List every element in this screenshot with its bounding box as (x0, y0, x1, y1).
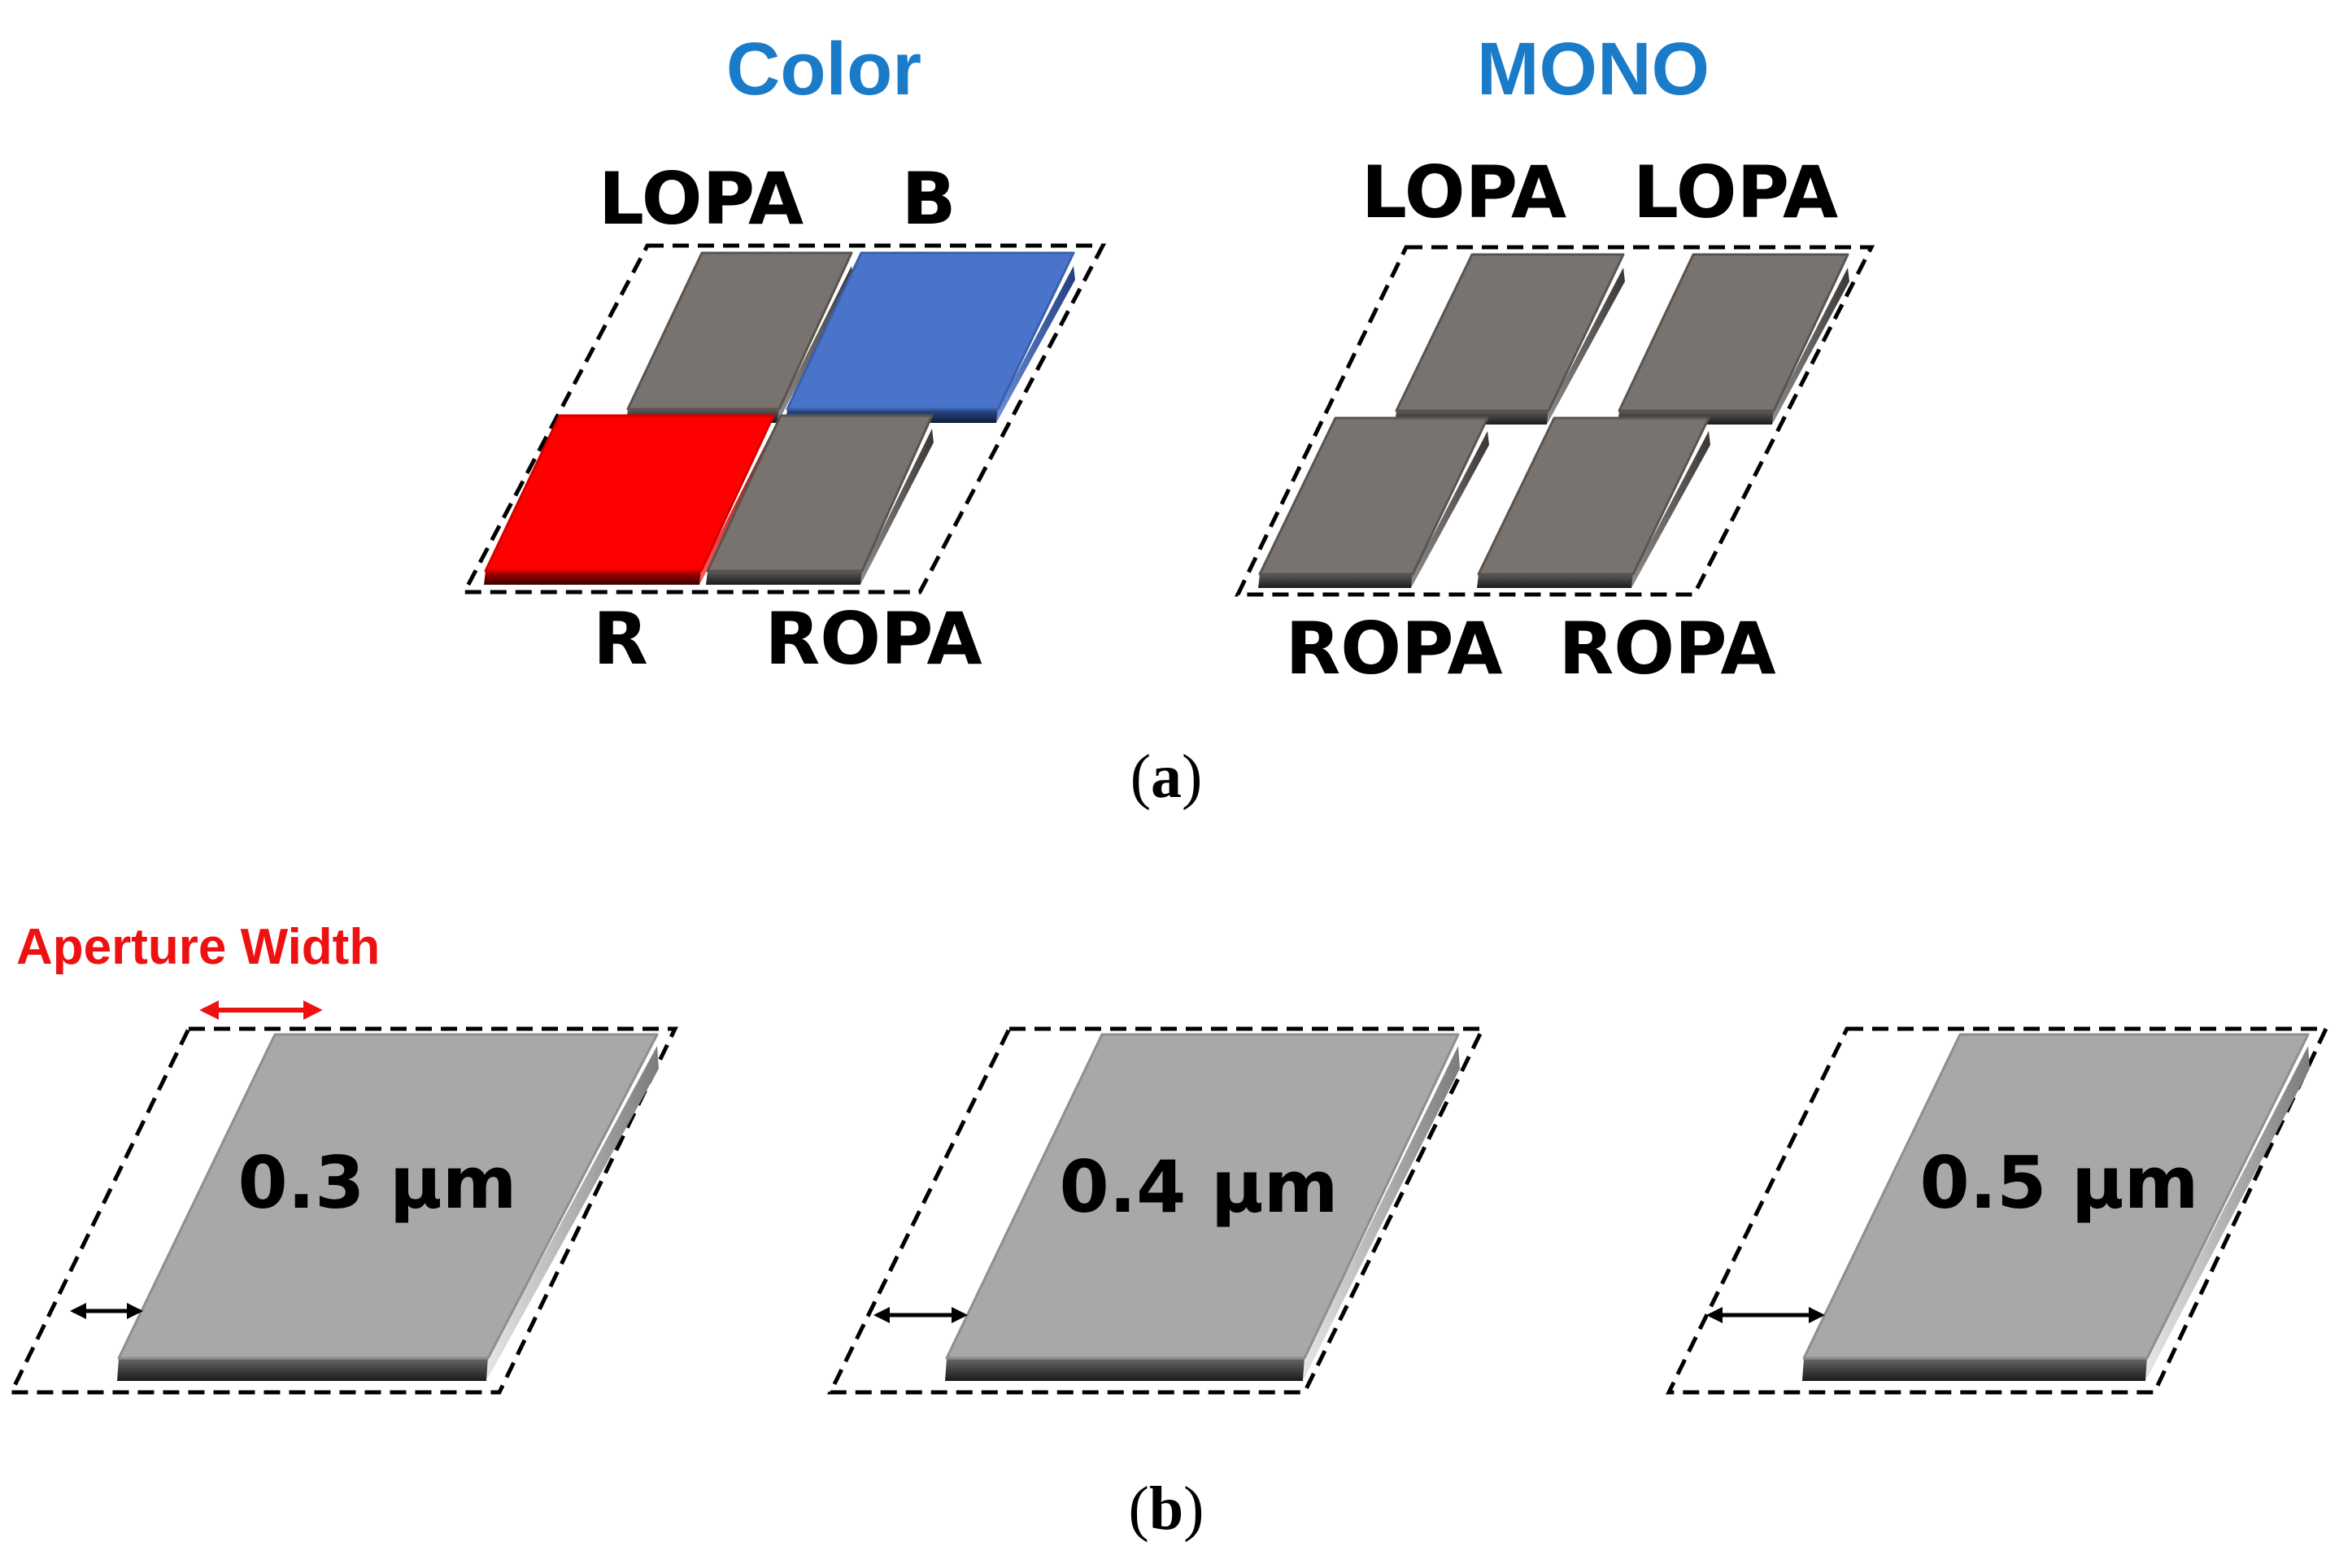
mono-ropa-label-left: ROPA (1285, 607, 1502, 690)
panel-b: Aperture Width 0.3 µm 0.4 µm 0.5 µm (7, 919, 2329, 1543)
opaque-aperture-block (117, 1033, 659, 1360)
mono-pixel-group: MONO (1235, 28, 1875, 690)
color-pixel-boundary (460, 243, 1107, 595)
color-ropa-filter (706, 414, 934, 585)
opaque-aperture-block (1802, 1033, 2310, 1360)
color-group-title: Color (726, 28, 921, 111)
aperture-cell-0-5: 0.5 µm (1665, 1026, 2329, 1395)
color-pixel-group: Color (460, 28, 1107, 681)
aperture-cell-0-3: 0.3 µm (7, 1026, 678, 1395)
mono-lopa-filter-right (1618, 253, 1849, 425)
mono-lopa-filter-left (1395, 253, 1625, 425)
panel-a: Color (460, 28, 1875, 811)
mono-ropa-label-right: ROPA (1558, 607, 1775, 690)
aperture-cell-0-4: 0.4 µm (826, 1026, 1487, 1395)
color-ropa-label: ROPA (764, 597, 982, 681)
mono-lopa-label-left: LOPA (1361, 150, 1566, 234)
aperture-width-annotation: Aperture Width (16, 919, 380, 975)
mono-ropa-filter-left (1258, 416, 1489, 588)
mono-group-title: MONO (1477, 28, 1710, 111)
aperture-width-label: 0.5 µm (1920, 1141, 2199, 1225)
aperture-width-label: 0.3 µm (238, 1141, 517, 1225)
mono-ropa-filter-right (1477, 416, 1710, 588)
aperture-cell-boundary (1665, 1026, 2329, 1395)
color-lopa-filter (626, 251, 853, 423)
aperture-cell-boundary (826, 1026, 1487, 1395)
color-r-label: R (593, 597, 648, 681)
aperture-width-label: 0.4 µm (1060, 1145, 1339, 1229)
mono-pixel-boundary (1235, 245, 1875, 597)
color-b-label: B (901, 157, 956, 241)
mono-lopa-label-right: LOPA (1633, 150, 1838, 234)
panel-a-caption: (a) (1130, 743, 1203, 811)
aperture-cell-boundary (7, 1026, 678, 1395)
color-lopa-label: LOPA (599, 157, 804, 241)
panel-b-caption: (b) (1129, 1474, 1204, 1543)
opaque-aperture-block (945, 1033, 1460, 1360)
